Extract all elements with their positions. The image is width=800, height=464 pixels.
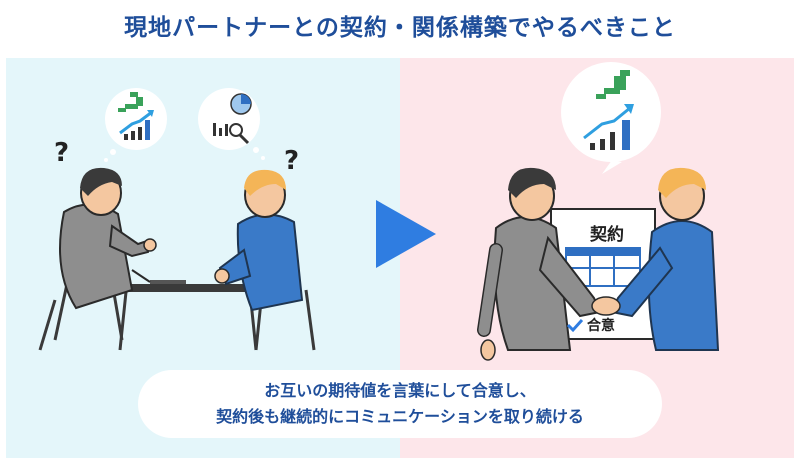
caption-line-2: 契約後も継続的にコミュニケーションを取り続ける (216, 407, 584, 426)
agree-stamp: 合意 (566, 313, 615, 337)
page-title: 現地パートナーとの契約・関係構築でやるべきこと (124, 15, 676, 41)
question-mark: ? (284, 146, 300, 176)
left-man-confused (38, 167, 157, 351)
contract-label: 契約 (590, 225, 624, 245)
caption-line-1: お互いの期待値を言葉にして合意し、 (264, 381, 536, 400)
map-chart-icon (104, 88, 167, 162)
pie-magnifier-icon (198, 88, 265, 160)
right-man-handshake (591, 167, 720, 351)
agree-label: 合意 (587, 318, 615, 334)
map-chart-icon (561, 62, 661, 174)
right-man-confused (214, 169, 316, 351)
left-man-handshake (477, 167, 602, 361)
question-mark: ? (54, 138, 70, 168)
caption-box: お互いの期待値を言葉にして合意し、 契約後も継続的にコミュニケーションを取り続け… (138, 370, 662, 438)
check-icon (566, 318, 584, 333)
next-arrow-icon (376, 200, 436, 268)
